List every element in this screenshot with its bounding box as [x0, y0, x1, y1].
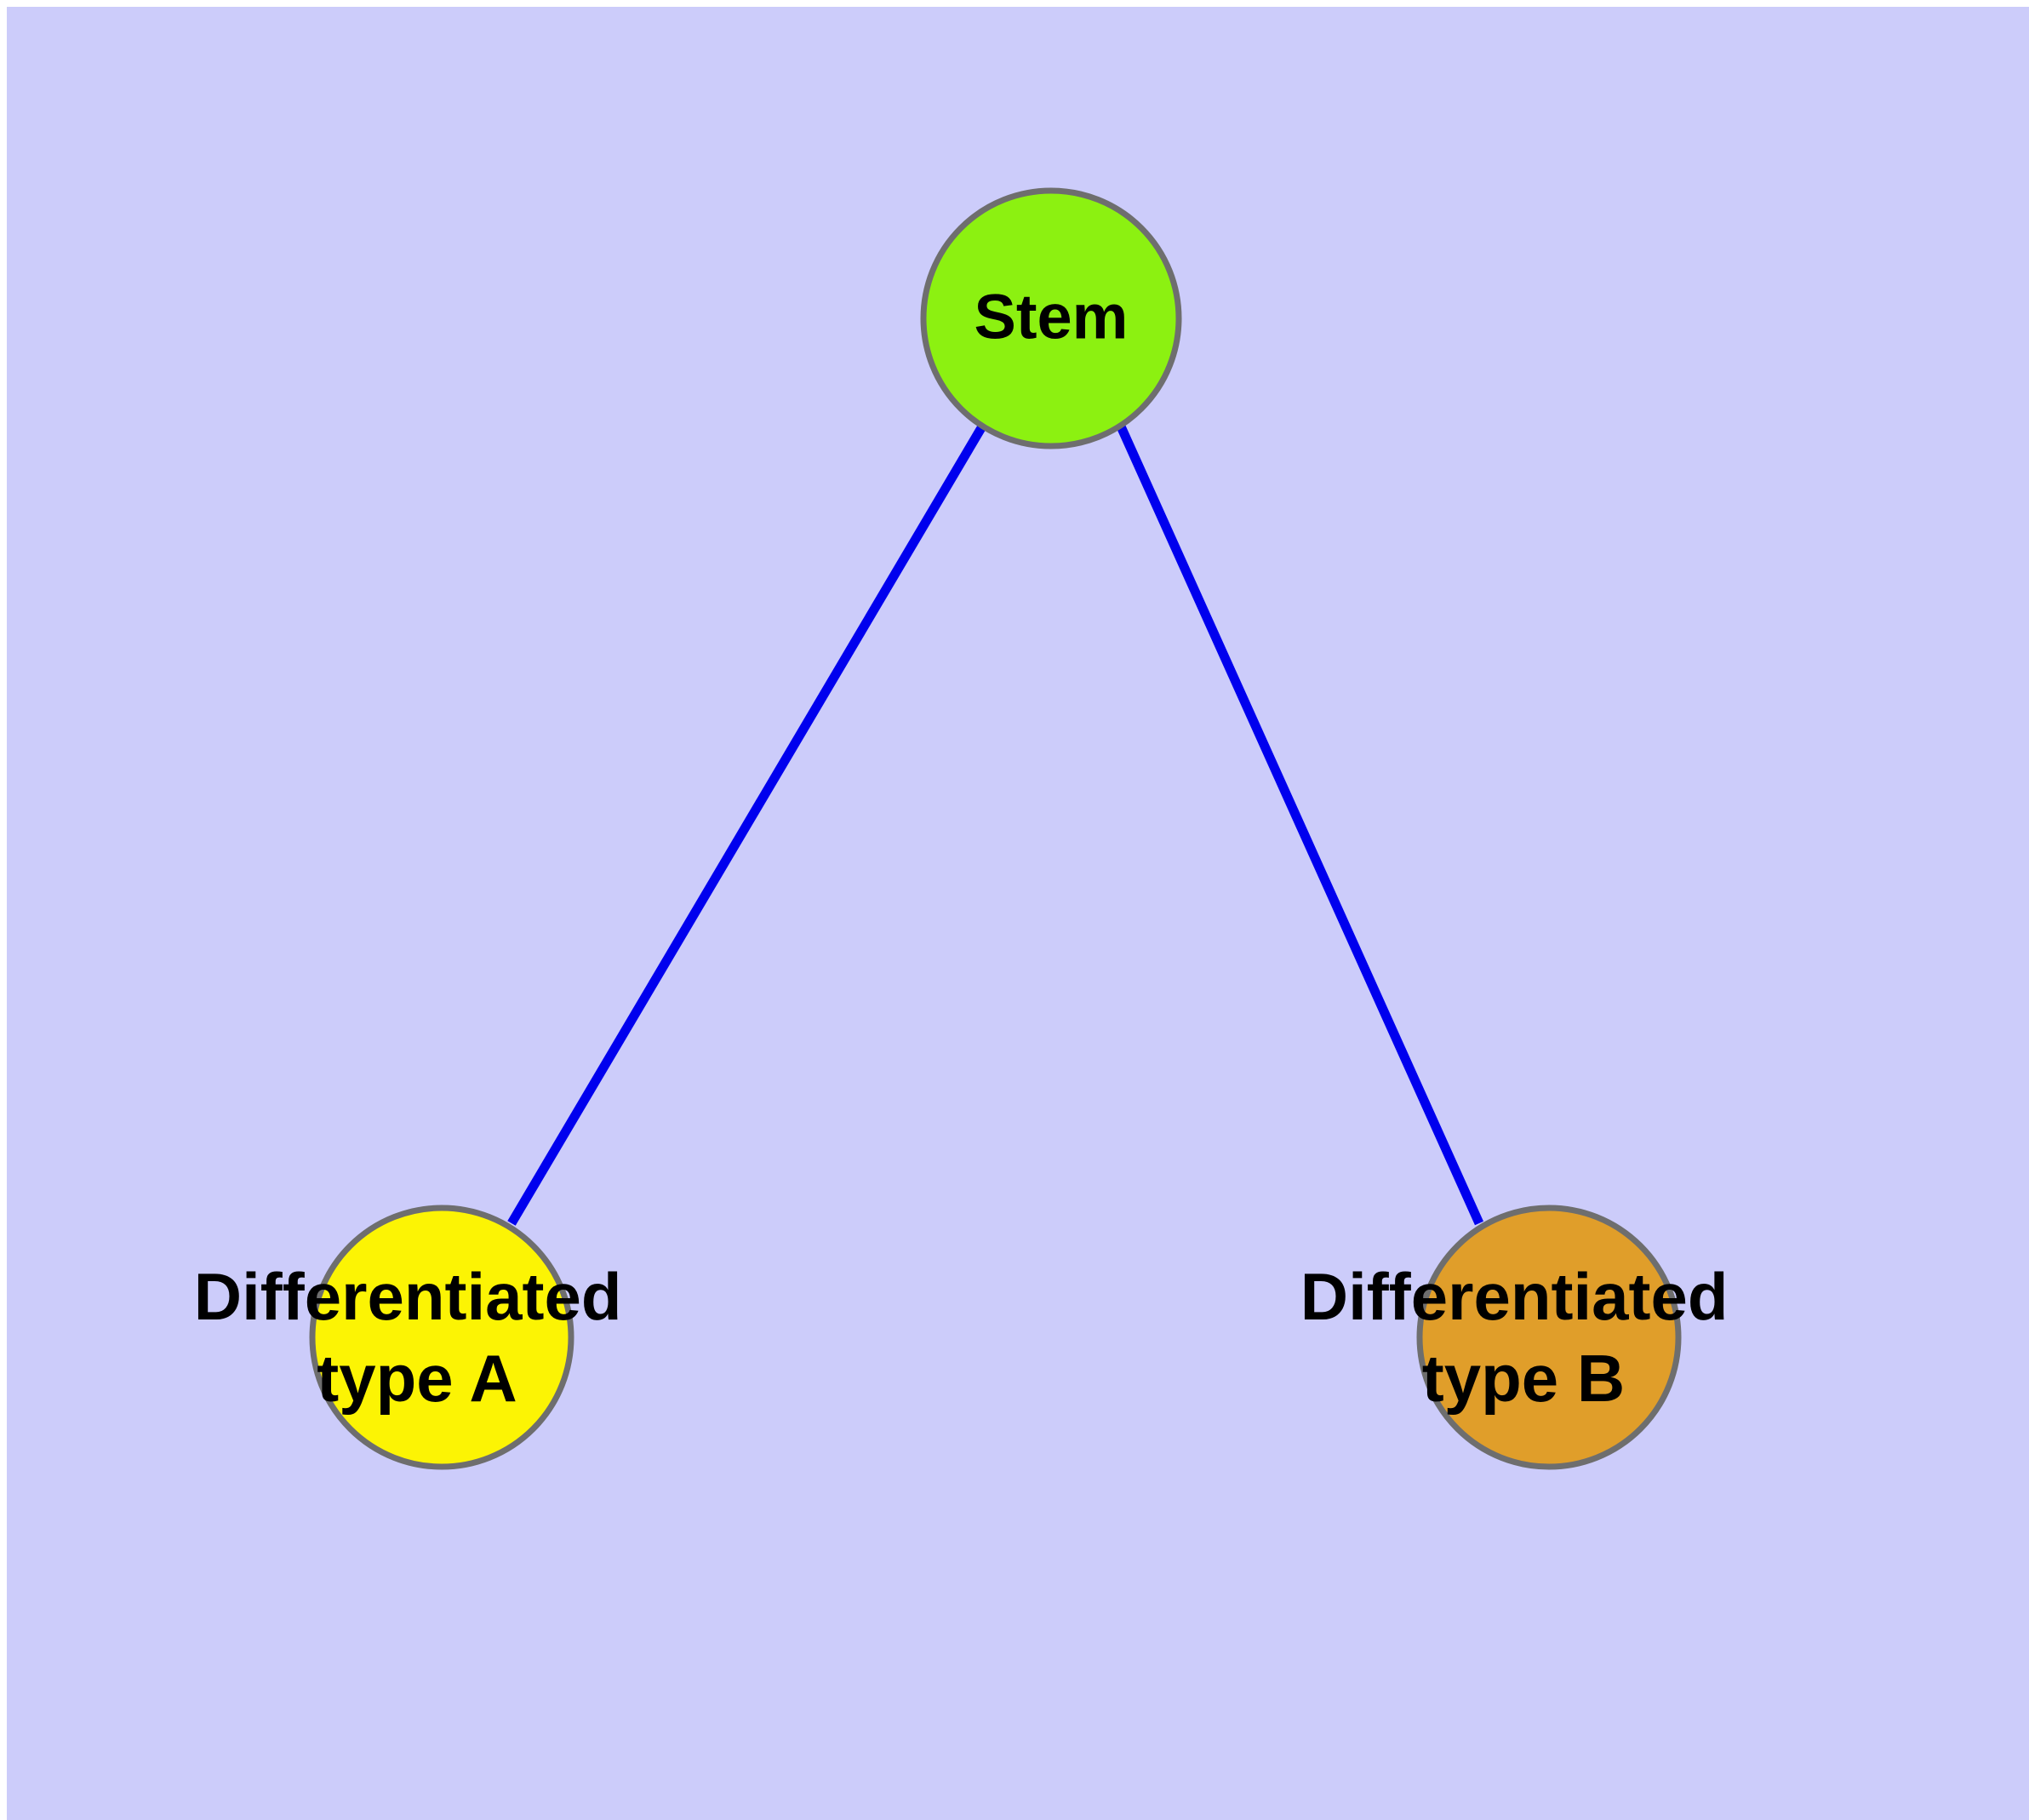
nodes-group: Stem Differentiated type A Differentiate…	[194, 187, 1746, 1470]
node-differentiated-type-a-label-line-2: type A	[317, 1341, 517, 1416]
node-stem-circle[interactable]	[920, 187, 1182, 449]
node-differentiated-type-b[interactable]: Differentiated type B	[1300, 1205, 1746, 1470]
edge-stem-to-differentiated-type-a[interactable]	[507, 424, 986, 1226]
node-differentiated-type-b-label: Differentiated type B	[1300, 1259, 1746, 1416]
node-differentiated-type-a-label-line-1: Differentiated	[194, 1259, 622, 1334]
node-stem[interactable]: Stem	[920, 187, 1182, 449]
node-differentiated-type-b-label-line-1: Differentiated	[1300, 1259, 1729, 1334]
node-differentiated-type-a-label: Differentiated type A	[194, 1259, 640, 1416]
node-differentiated-type-a[interactable]: Differentiated type A	[194, 1205, 640, 1470]
node-differentiated-type-b-label-line-2: type B	[1422, 1341, 1625, 1416]
edge-stem-to-differentiated-type-b[interactable]	[1116, 424, 1484, 1226]
node-differentiated-type-a-circle[interactable]	[309, 1205, 574, 1470]
node-differentiated-type-b-circle[interactable]	[1416, 1205, 1682, 1470]
edges-group	[507, 424, 1484, 1226]
node-stem-label: Stem	[974, 282, 1129, 352]
